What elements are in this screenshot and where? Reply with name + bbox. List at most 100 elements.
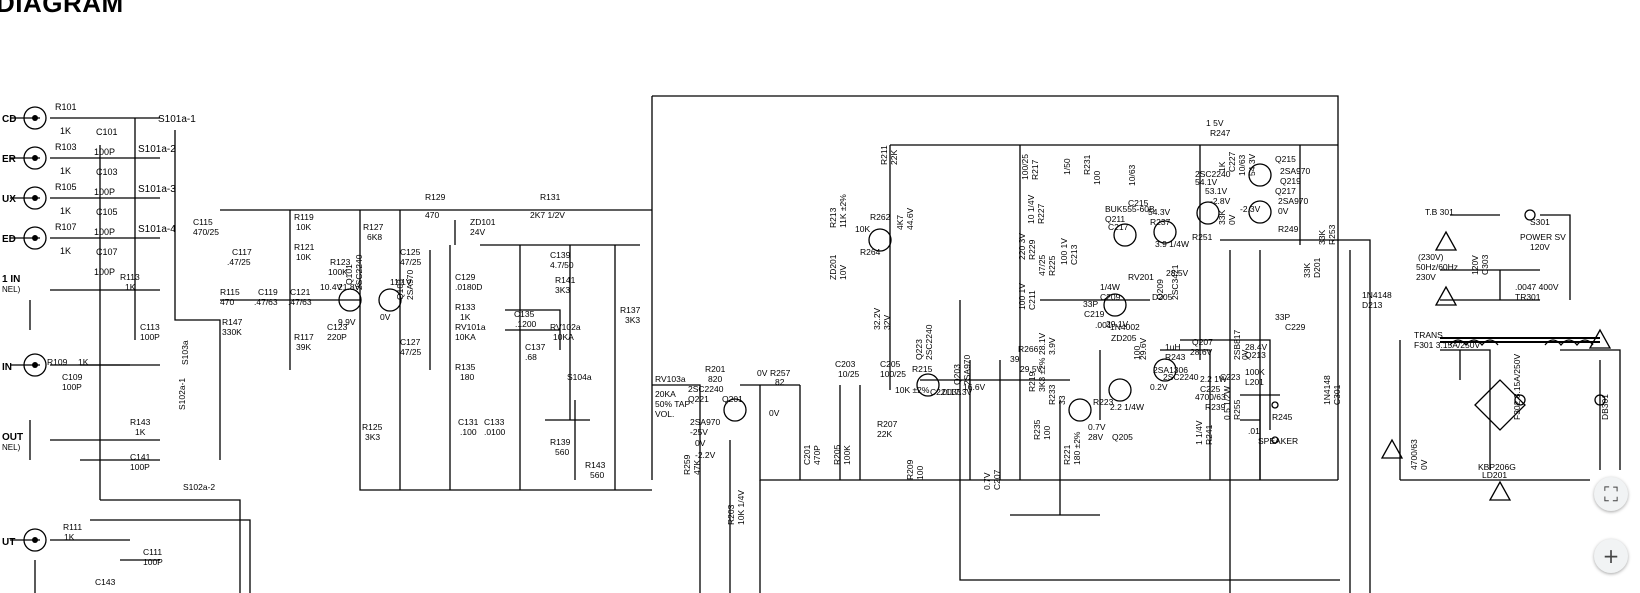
input-resistor-value: 1K — [60, 206, 71, 216]
component-label: C131 — [458, 417, 479, 427]
component-label: C225 — [1200, 384, 1221, 394]
component-label: C211 — [1027, 290, 1037, 310]
zoom-in-button[interactable]: + — [1594, 539, 1628, 573]
input-jack-label: UT — [2, 537, 15, 548]
component-label: C213 — [1069, 244, 1079, 265]
component-label: 10/25 — [838, 369, 860, 379]
input-jack-label: CD — [2, 114, 16, 125]
component-label: 3K3 ±2% — [1037, 357, 1047, 392]
component-label: R245 — [1272, 412, 1293, 422]
component-label: R109 — [47, 357, 68, 367]
component-label: 28.4V — [1245, 342, 1268, 352]
component-label: C109 — [62, 372, 83, 382]
input-jack-sublabel: NEL) — [2, 443, 21, 452]
component-label: DB301 — [1600, 394, 1610, 420]
component-label: C125 — [400, 247, 421, 257]
input-resistor-ref: R101 — [55, 102, 77, 112]
component-label: Q203 — [952, 364, 962, 385]
component-label: C127 — [400, 337, 421, 347]
component-label: Q213 — [1245, 350, 1266, 360]
component-label: 1K — [64, 532, 75, 542]
component-label: S102a-2 — [183, 482, 215, 492]
component-label: R243 — [1165, 352, 1186, 362]
selector-switch-label: S101a-4 — [138, 224, 176, 235]
component-label: .100 — [460, 427, 477, 437]
component-label: C113 — [140, 322, 160, 332]
component-label: 100P — [62, 382, 82, 392]
component-label: 180 ±2% — [1072, 431, 1082, 465]
component-label: 10K — [855, 224, 870, 234]
input-jack-label: ER — [2, 154, 17, 165]
component-label: -2.3V — [1240, 204, 1261, 214]
component-label: (230V) — [1418, 252, 1444, 262]
component-label: 29.6V — [1138, 337, 1148, 360]
component-label: L201 — [1245, 377, 1264, 387]
component-label: 1 1/4V — [1194, 420, 1204, 445]
component-label: 1N4148 — [1362, 290, 1392, 300]
component-label: 1K — [460, 312, 471, 322]
fit-to-screen-button[interactable]: ⛶ — [1594, 477, 1628, 511]
component-label: .01 — [1248, 426, 1260, 436]
component-label: R257 — [770, 368, 791, 378]
component-label: 100/25 — [1020, 154, 1030, 180]
component-label: 28.6V — [1190, 347, 1213, 357]
component-label: 1/50 — [1062, 158, 1072, 175]
component-label: R123 — [330, 257, 351, 267]
component-label: 1K — [78, 357, 89, 367]
component-label: C209 — [1100, 292, 1121, 302]
component-label: 54.3V — [1148, 207, 1171, 217]
component-label: 54.3V — [1247, 153, 1257, 176]
component-label: -2.8V — [1210, 196, 1231, 206]
component-label: F302 3.15A/250V — [1512, 354, 1522, 420]
component-label: RV103a — [655, 374, 686, 384]
component-label: C201 — [802, 444, 812, 465]
input-jack-label: IN — [2, 362, 12, 373]
component-label: Q209 — [1155, 279, 1165, 300]
component-label: .47/63 — [254, 297, 278, 307]
component-label: 220 3V — [1017, 233, 1027, 260]
component-label: 2.2 1W — [1200, 374, 1227, 384]
component-label: 28.1V — [1037, 332, 1047, 355]
component-label: VOL. — [655, 409, 674, 419]
component-label: 2SC2240 — [354, 254, 364, 290]
component-label: Q207 — [1192, 337, 1213, 347]
component-label: R125 — [362, 422, 383, 432]
component-label: R231 — [1082, 154, 1092, 175]
component-label: 100 1V — [1017, 283, 1027, 310]
schematic-components — [23, 106, 1612, 552]
component-label: 1N4148 — [1322, 375, 1332, 405]
input-cap-value: 100P — [94, 147, 115, 157]
component-label: D213 — [1362, 300, 1383, 310]
component-label: R217 — [1030, 159, 1040, 180]
component-label: 2K7 1/2V — [530, 210, 565, 220]
component-label: RV201 — [1128, 272, 1154, 282]
component-label: 47/25 — [400, 257, 422, 267]
component-label: R215 — [912, 364, 933, 374]
component-label: T.B 301 — [1425, 207, 1454, 217]
component-label: 0.7V — [1088, 422, 1106, 432]
component-label: TRANS — [1414, 330, 1443, 340]
component-label: 2SA1306 — [1153, 365, 1188, 375]
component-label: .0033 — [940, 387, 962, 397]
component-label: 33K — [1302, 263, 1312, 278]
component-label: C219 — [1084, 309, 1105, 319]
component-label: F301 3.15A/250V — [1414, 340, 1480, 350]
component-label: R229 — [1027, 239, 1037, 260]
component-label: 10.4V — [320, 282, 343, 292]
component-label: 100/25 — [880, 369, 906, 379]
input-resistor-ref: R107 — [55, 222, 77, 232]
component-label: 470/25 — [193, 227, 219, 237]
component-label: R253 — [1327, 224, 1337, 245]
component-label: 100K — [842, 445, 852, 465]
component-label: 2SA970 — [690, 417, 721, 427]
component-label: 33P — [1275, 312, 1290, 322]
component-label: C215 — [1128, 198, 1149, 208]
component-label: R241 — [1204, 424, 1214, 445]
component-label: 2SA970 — [962, 354, 972, 385]
input-jack-sublabel: NEL) — [2, 285, 21, 294]
component-label: R259 — [682, 454, 692, 475]
component-label: C301 — [1332, 384, 1342, 405]
component-label: 10/63 — [1127, 164, 1137, 186]
component-label: POWER SV — [1520, 232, 1566, 242]
